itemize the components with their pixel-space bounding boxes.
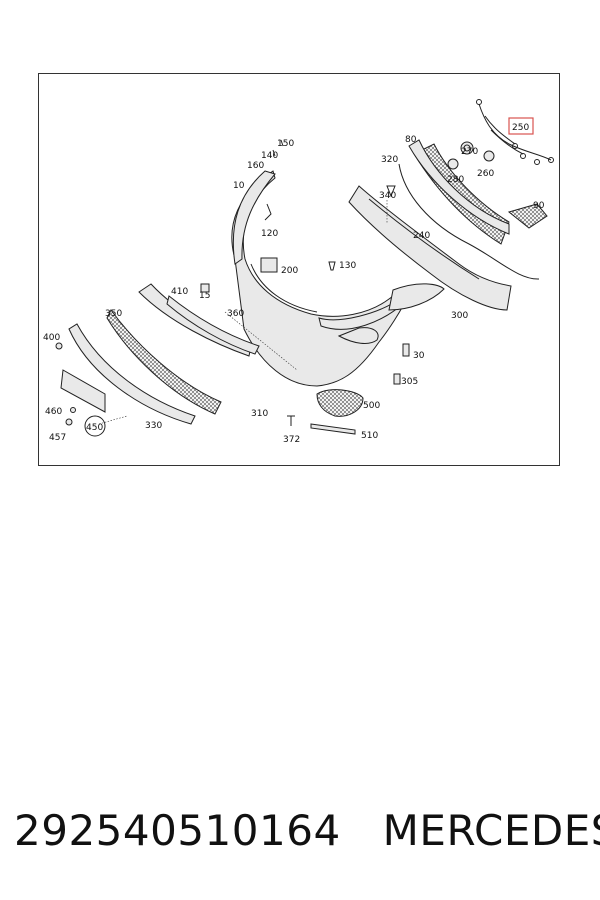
fog-grille [316,389,364,417]
label-400: 400 [43,333,60,343]
bumper-exploded-diagram: 10 15 30 80 90 120 130 140 150 160 200 2… [43,99,554,445]
label-240: 240 [413,231,430,241]
label-510: 510 [361,431,378,441]
label-330: 330 [145,421,162,431]
bracket-305 [393,373,401,385]
label-410: 410 [171,287,188,297]
side-grille-right [507,203,548,229]
label-90: 90 [533,201,545,211]
parts-diagram-frame: 10 15 30 80 90 120 130 140 150 160 200 2… [38,73,560,466]
parking-sensors [447,141,495,170]
label-80: 80 [405,135,417,145]
label-270: 270 [461,147,478,157]
lower-grille-mesh [106,309,222,415]
wiring-harness [398,99,554,280]
label-200: 200 [281,266,298,276]
label-305: 305 [401,377,418,387]
label-15: 15 [199,291,210,301]
label-460: 460 [45,407,62,417]
label-160: 160 [247,161,264,171]
clip-340 [386,185,396,198]
label-300: 300 [451,311,468,321]
label-260: 260 [477,169,494,179]
label-350: 350 [105,309,122,319]
clip-15 [200,283,210,293]
bracket-30 [402,343,410,357]
label-150: 150 [277,139,294,149]
bumper-side-strip [232,170,276,265]
brand-name: MERCEDES [382,805,600,855]
support-bracket [348,185,512,311]
clip-120 [264,203,272,221]
label-120: 120 [261,229,278,239]
bumper-cover [231,170,445,387]
screw-372 [287,415,295,426]
upper-grille [408,139,510,245]
highlight-box-250 [508,117,534,135]
part-info-footer: 292540510164 MERCEDES [14,800,600,860]
trim-strip [310,423,356,435]
label-130: 130 [339,261,356,271]
part-number: 292540510164 [14,805,341,855]
clip-400 [55,342,63,350]
sensor-bracket-200 [260,257,278,273]
leader-line [224,311,298,371]
label-340: 340 [379,191,396,201]
clip-457 [65,418,73,426]
label-450: 450 [86,423,103,433]
label-10: 10 [233,181,245,191]
clip-130 [328,261,336,271]
clip-140 [272,149,276,157]
label-250: 250 [512,123,529,133]
clip-150 [280,139,284,147]
label-30: 30 [413,351,425,361]
license-plate-holder [60,369,106,413]
label-500: 500 [363,401,380,411]
label-457: 457 [49,433,66,443]
leader-line [98,415,128,425]
label-372: 372 [283,435,300,445]
label-320: 320 [381,155,398,165]
clip-460 [70,407,76,413]
label-360: 360 [227,309,244,319]
label-310: 310 [251,409,268,419]
label-280: 280 [447,175,464,185]
absorber-bracket [166,295,260,355]
callout-circle-450 [84,415,106,437]
label-140: 140 [261,151,278,161]
lower-spoiler [68,323,196,425]
